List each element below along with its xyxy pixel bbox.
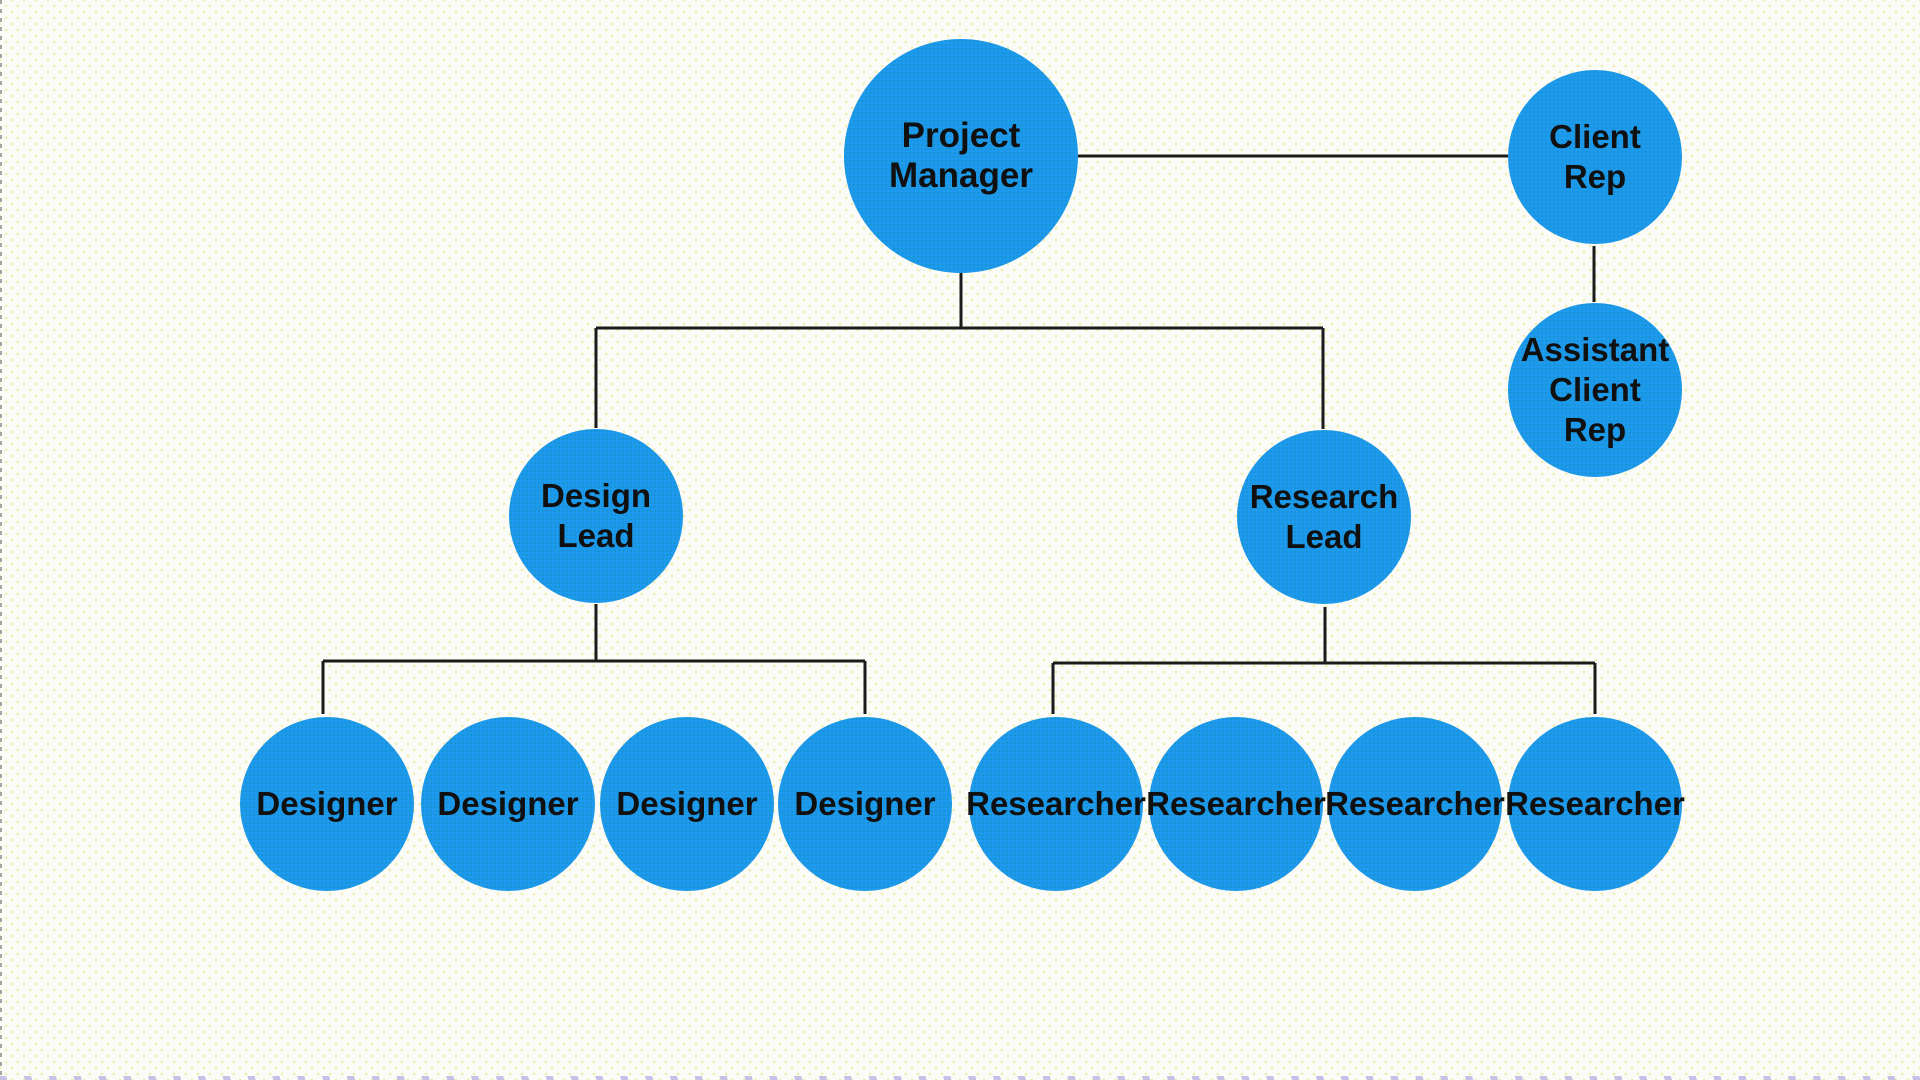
node-label: Researcher xyxy=(966,784,1146,824)
node-researcher-4[interactable]: Researcher xyxy=(1505,717,1685,891)
node-label-line: Lead xyxy=(557,517,635,554)
node-label-line: Client xyxy=(1549,371,1641,408)
node-label: Researcher xyxy=(1146,784,1326,824)
node-label-line: Client xyxy=(1549,118,1641,155)
node-researcher-2[interactable]: Researcher xyxy=(1146,717,1326,891)
node-label-line: Design xyxy=(540,477,652,514)
node-label: Designer xyxy=(437,784,578,824)
node-label: Designer xyxy=(794,784,935,824)
node-label: Designer xyxy=(616,784,757,824)
node-label-line: Lead xyxy=(1285,518,1363,555)
node-label-line: Designer xyxy=(256,785,398,822)
node-label-line: Rep xyxy=(1563,158,1627,195)
node-label-line: Manager xyxy=(889,156,1033,195)
node-label-line: Researcher xyxy=(1146,785,1326,822)
node-label-line: Designer xyxy=(616,785,758,822)
node-designer-2[interactable]: Designer xyxy=(421,717,595,891)
node-label-line: Designer xyxy=(437,785,579,822)
node-designer-1[interactable]: Designer xyxy=(240,717,414,891)
node-designer-3[interactable]: Designer xyxy=(600,717,774,891)
node-label-line: Research xyxy=(1249,478,1399,515)
node-researcher-3[interactable]: Researcher xyxy=(1325,717,1505,891)
node-label-line: Researcher xyxy=(966,785,1146,822)
node-label: Researcher xyxy=(1505,784,1685,824)
node-label: Designer xyxy=(256,784,397,824)
node-label-line: Researcher xyxy=(1505,785,1685,822)
node-designer-4[interactable]: Designer xyxy=(778,717,952,891)
node-researcher-1[interactable]: Researcher xyxy=(966,717,1146,891)
node-label-line: Researcher xyxy=(1325,785,1505,822)
node-label-line: Designer xyxy=(794,785,936,822)
node-label: Researcher xyxy=(1325,784,1505,824)
node-label-line: Rep xyxy=(1563,411,1627,448)
node-label-line: Assistant xyxy=(1520,331,1670,368)
node-label-line: Project xyxy=(901,116,1021,155)
